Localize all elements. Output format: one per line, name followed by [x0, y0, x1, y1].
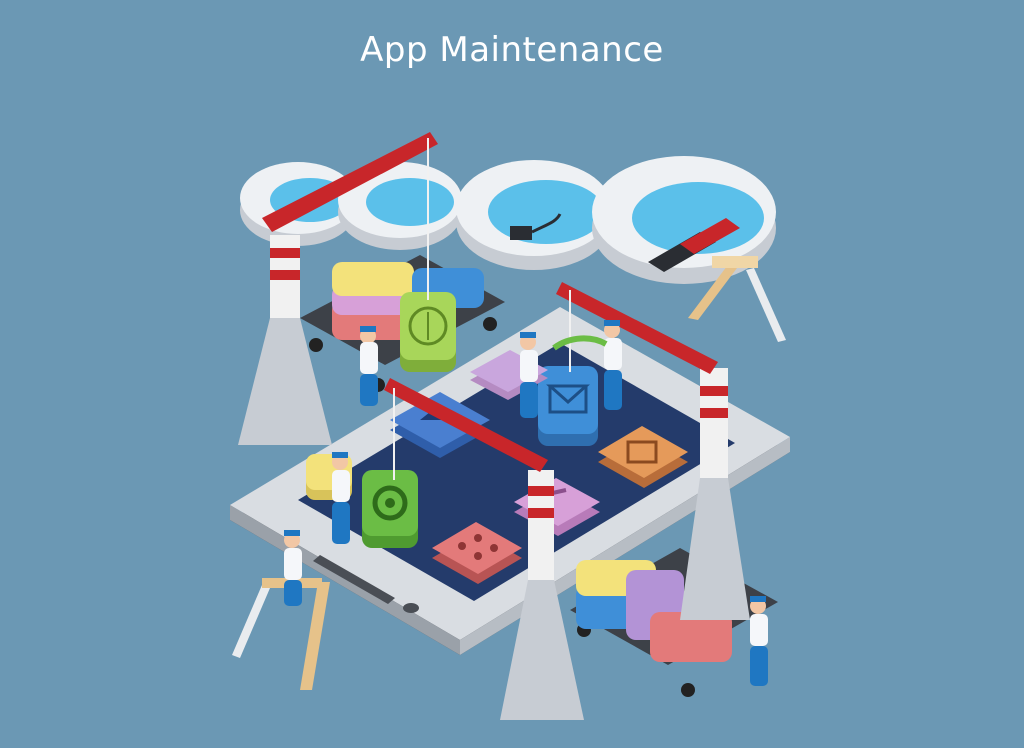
worker-3 — [604, 320, 622, 410]
compass-icon — [408, 306, 448, 346]
cloud-usb-adapter — [456, 160, 612, 270]
cloud-empty-2 — [338, 162, 462, 250]
usb-adapter-icon — [510, 226, 532, 240]
ladder-right — [688, 256, 786, 342]
page-title: App Maintenance — [360, 30, 664, 70]
calendar-app-tile — [598, 426, 688, 488]
worker-1 — [360, 326, 378, 406]
calculator-app-tile — [432, 522, 522, 584]
crane-right — [556, 282, 750, 620]
calendar-icon — [626, 440, 658, 464]
cart-right-stack — [576, 560, 732, 662]
camera-icon — [403, 603, 419, 613]
speaker-grille — [313, 555, 395, 604]
compass-app-tile — [400, 292, 456, 372]
gear-app-tile — [362, 470, 418, 548]
cart-left-stack — [332, 262, 484, 340]
worker-5 — [284, 530, 302, 606]
calculator-icon — [458, 534, 498, 560]
mail-app-tile — [538, 366, 598, 446]
ladder-left — [232, 578, 330, 690]
crane-left — [238, 132, 438, 445]
gear-icon — [372, 485, 408, 521]
crane-center — [384, 378, 584, 720]
worker-2 — [520, 332, 538, 418]
worker-6 — [750, 596, 768, 686]
worker-4 — [332, 452, 350, 544]
sync-arrow-icon — [552, 335, 608, 351]
